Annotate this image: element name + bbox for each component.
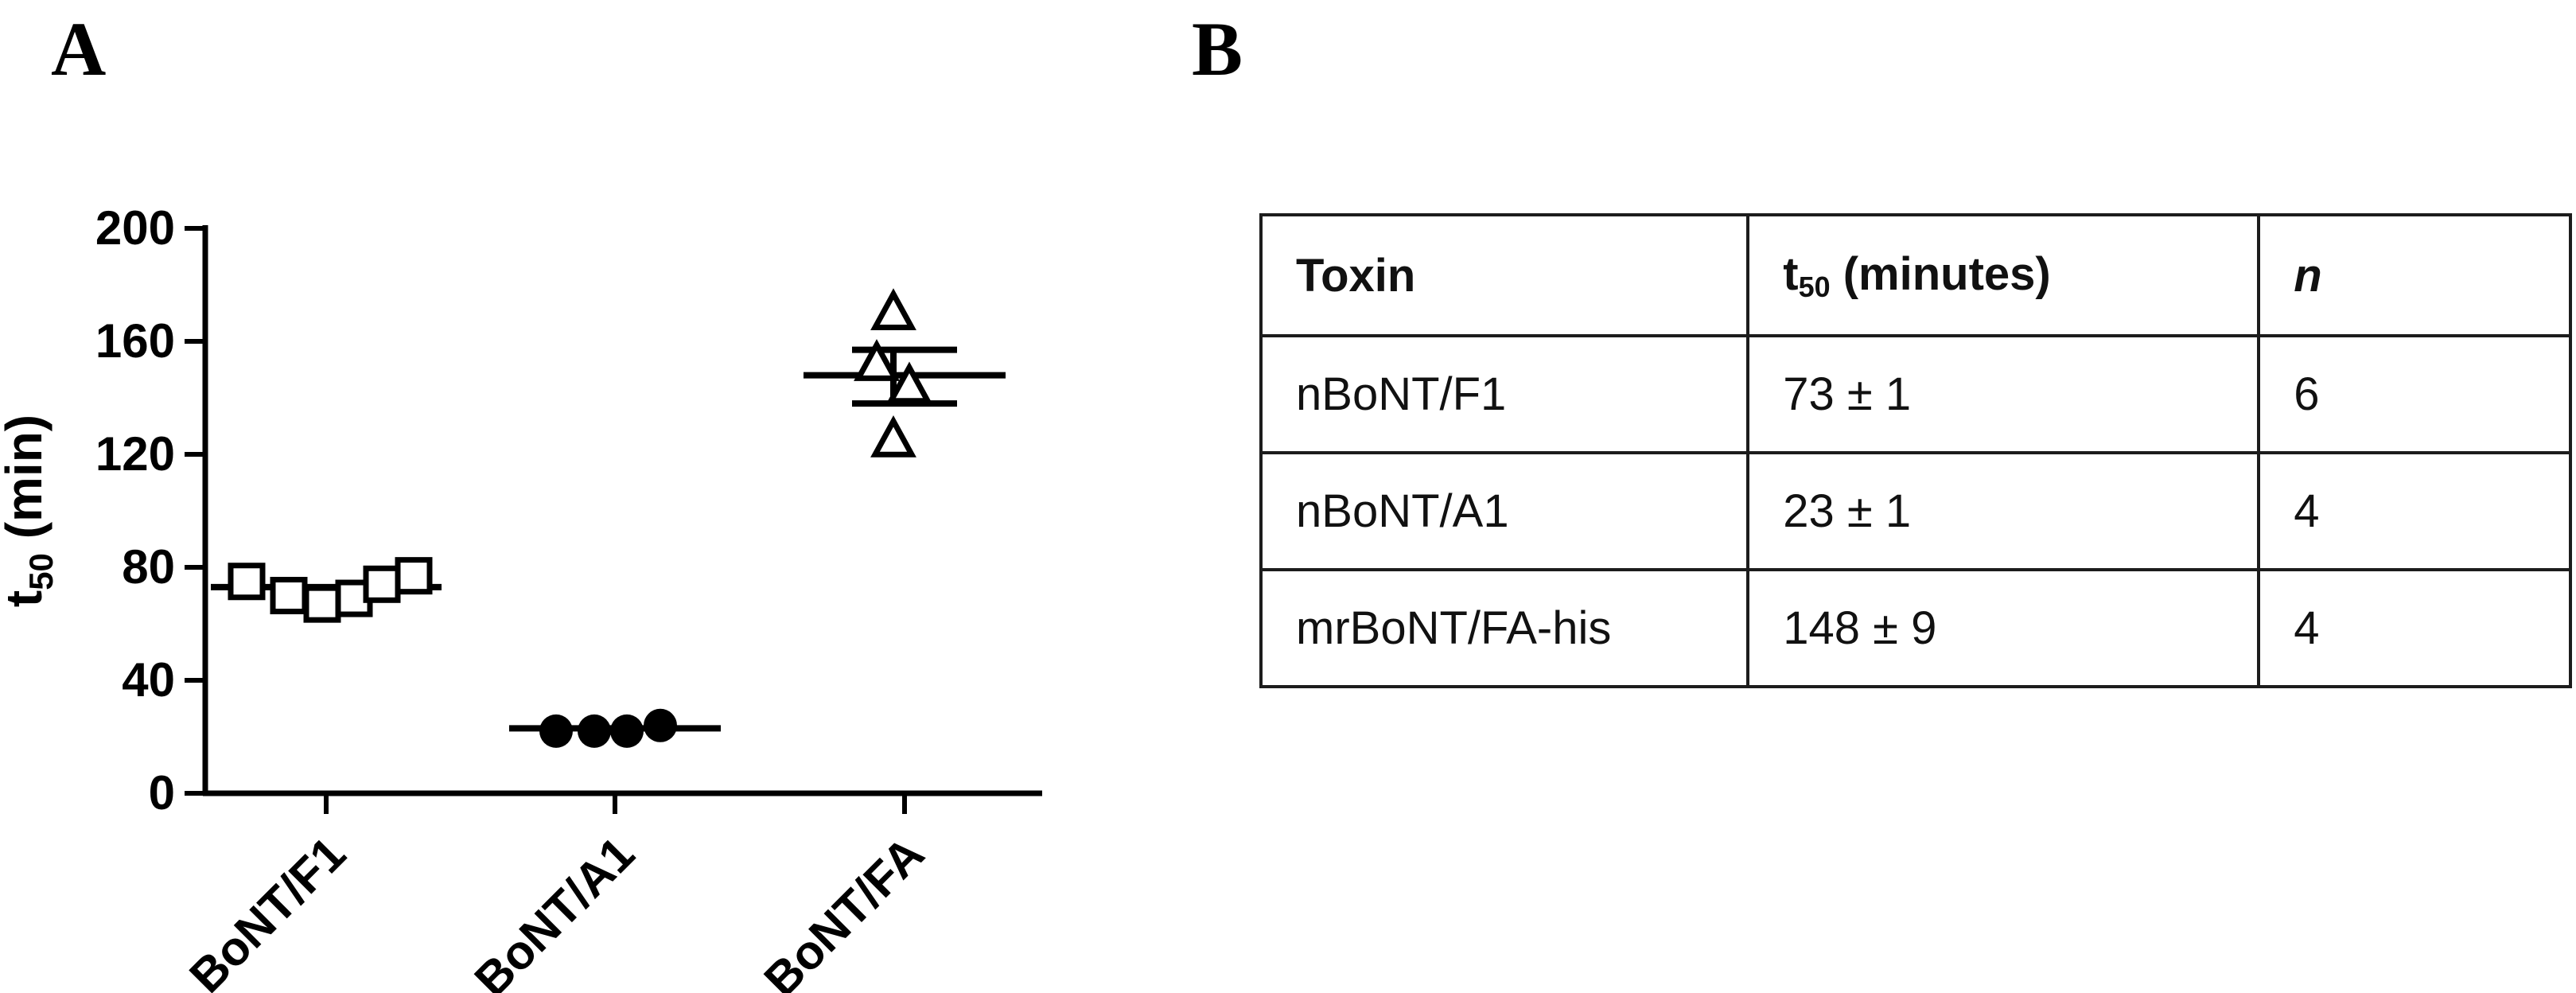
header-n: n	[2257, 213, 2572, 337]
y-tick-label: 160	[95, 314, 175, 368]
header-t50-sub: 50	[1798, 270, 1831, 303]
data-point-triangle	[886, 361, 932, 404]
scatter-plot: 0 40 80 120 160 200 t50 (min) BoNT/F1 BoNT/A1 BoN…	[0, 201, 1042, 993]
y-tick-label: 200	[95, 201, 175, 255]
table-row: nBoNT/F1 73 ± 1 6	[1259, 334, 2572, 454]
results-table: Toxin t50 (minutes) n nBoNT/F1 73 ± 1 6 …	[1259, 213, 2572, 688]
data-point-circle	[610, 714, 644, 748]
cell-toxin: nBoNT/F1	[1259, 334, 1750, 454]
data-point-square	[363, 565, 401, 603]
y-tick-label: 40	[122, 653, 175, 707]
panel-a-label: A	[51, 6, 107, 92]
data-point-square	[228, 563, 266, 601]
y-axis-title: t50 (min)	[0, 415, 60, 607]
header-t50: t50 (minutes)	[1746, 213, 2261, 337]
x-tick-label: BoNT/F1	[179, 827, 356, 993]
data-point-triangle	[854, 339, 900, 381]
table-row: nBoNT/A1 23 ± 1 4	[1259, 451, 2572, 571]
header-t50-post: (minutes)	[1830, 247, 2051, 300]
data-point-square	[395, 557, 433, 595]
header-t50-pre: t	[1783, 247, 1799, 300]
results-table-container: Toxin t50 (minutes) n nBoNT/F1 73 ± 1 6 …	[1259, 213, 2572, 688]
table-header-row: Toxin t50 (minutes) n	[1259, 213, 2572, 337]
cell-t50: 148 ± 9	[1746, 568, 2261, 688]
data-point-triangle	[870, 288, 916, 330]
data-point-square	[303, 585, 341, 623]
data-point-square	[270, 577, 308, 614]
x-tick-label: BoNT/A1	[465, 827, 645, 993]
panel-b-label: B	[1192, 6, 1243, 92]
cell-n: 6	[2257, 334, 2572, 454]
cell-n: 4	[2257, 568, 2572, 688]
y-tick-label: 80	[122, 540, 175, 594]
y-tick-label: 120	[95, 427, 175, 481]
table-row: mrBoNT/FA-his 148 ± 9 4	[1259, 568, 2572, 688]
x-tick-label: BoNT/FA	[754, 827, 934, 993]
cell-toxin: nBoNT/A1	[1259, 451, 1750, 571]
data-point-triangle	[870, 415, 916, 458]
data-point-circle	[644, 708, 677, 742]
cell-n: 4	[2257, 451, 2572, 571]
cell-t50: 73 ± 1	[1746, 334, 2261, 454]
cell-t50: 23 ± 1	[1746, 451, 2261, 571]
cell-toxin: mrBoNT/FA-his	[1259, 568, 1750, 688]
data-point-circle	[539, 714, 573, 748]
header-toxin: Toxin	[1259, 213, 1750, 337]
y-tick-label: 0	[149, 766, 175, 820]
data-point-circle	[578, 714, 611, 748]
